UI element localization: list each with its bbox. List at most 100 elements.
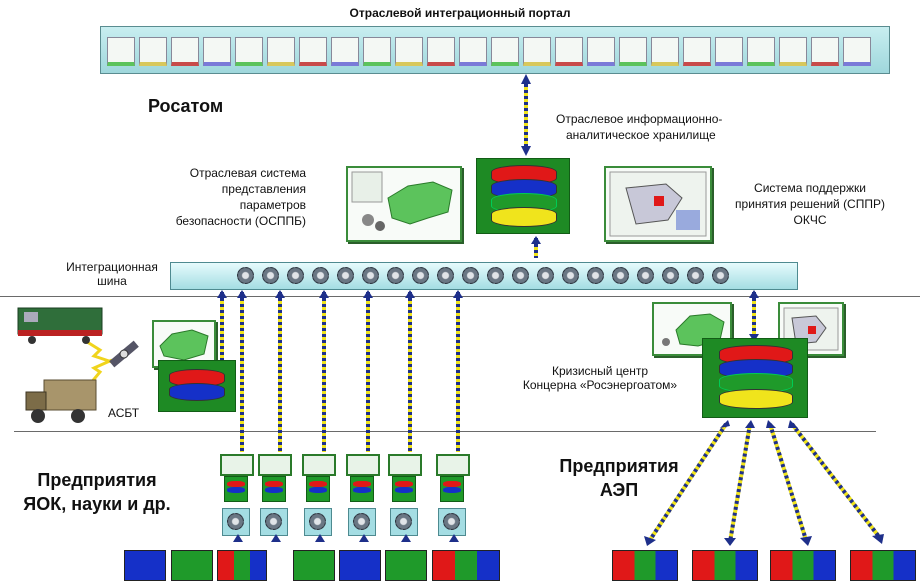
locomotive-icon [17,307,103,344]
gear-icon [237,267,254,284]
aep-label: Предприятия АЭП [544,454,694,502]
bus-label-2: шина [97,274,127,288]
crisis-label: Кризисный центр Концерна «Росэнергоатом» [500,364,700,392]
data-source-block [770,550,836,581]
gear-icon [287,267,304,284]
portal-thumbnail [747,37,775,66]
gear-icon [337,267,354,284]
osppb-label: Отраслевая система представления парамет… [150,165,306,229]
sppr-panel [604,166,712,242]
gear-icon [512,267,529,284]
data-source-block [217,550,267,581]
portal-thumbnail [491,37,519,66]
asbt-db [158,360,236,412]
integration-bus [170,262,798,290]
yok-line-1: Предприятия [37,470,157,490]
portal-thumbnail [235,37,263,66]
gear-icon [387,267,404,284]
portal-bar [100,26,890,74]
gear-icon [612,267,629,284]
yok-label: Предприятия ЯОК, науки и др. [12,468,182,516]
gear-icon [437,267,454,284]
osppb-line-4: безопасности (ОСППБ) [175,214,306,228]
data-source-block [171,550,213,581]
portal-thumbnail [555,37,583,66]
data-source-block [432,550,500,581]
portal-thumbnail [331,37,359,66]
gear-icon [662,267,679,284]
crisis-line-2: Концерна «Росэнергоатом» [522,378,678,392]
enterprise-server-icon [258,454,292,544]
sppr-line-1: Система поддержки [754,181,866,195]
portal-thumbnail [715,37,743,66]
data-source-block [850,550,916,581]
portal-thumbnail [427,37,455,66]
gear-icon [262,267,279,284]
portal-title: Отраслевой интеграционный портал [349,6,571,20]
portal-thumbnail [171,37,199,66]
enterprise-server-icon [220,454,254,544]
data-source-block [385,550,427,581]
portal-thumbnail [683,37,711,66]
portal-thumbnail [459,37,487,66]
portal-thumbnail [107,37,135,66]
osppb-line-3: параметров [239,198,306,212]
data-source-block [339,550,381,581]
sppr-line-3: ОКЧС [793,213,827,227]
portal-thumbnail [363,37,391,66]
divider-bottom [14,431,876,432]
satellite-icon [109,340,139,368]
portal-thumbnail [299,37,327,66]
bus-label: Интеграционная шина [60,260,164,288]
portal-thumbnail [651,37,679,66]
gear-icon [712,267,729,284]
yok-line-2: ЯОК, науки и др. [23,494,171,514]
storage-label-1: Отраслевое информационно- [556,112,723,126]
enterprise-server-icon [346,454,380,544]
gear-icon [687,267,704,284]
osppb-map-icon [351,171,453,231]
aep-line-1: Предприятия [559,456,679,476]
crisis-db [702,338,808,418]
portal-thumbnail [395,37,423,66]
enterprise-server-icon [436,454,470,544]
osppb-line-2: представления [221,182,306,196]
data-source-block [612,550,678,581]
rosatom-label: Росатом [148,96,224,116]
gear-icon [412,267,429,284]
portal-thumbnail [139,37,167,66]
osppb-line-1: Отраслевая система [189,166,306,180]
portal-thumbnail [843,37,871,66]
gear-icon [487,267,504,284]
sppr-line-2: принятия решений (СППР) [735,197,885,211]
portal-thumbnail [779,37,807,66]
storage-label-2: аналитическое хранилище [566,128,716,142]
asbt-map-icon [159,329,209,361]
gear-icon [587,267,604,284]
data-source-block [124,550,166,581]
truck-icon [25,379,97,423]
crisis-line-1: Кризисный центр [551,364,649,378]
data-source-block [692,550,758,581]
gear-icon [637,267,654,284]
portal-thumbnail [619,37,647,66]
sppr-map-icon [609,171,707,237]
gear-icon [562,267,579,284]
gear-icon [462,267,479,284]
gear-icon [312,267,329,284]
enterprise-server-icon [388,454,422,544]
sppr-label: Система поддержки принятия решений (СППР… [720,180,900,228]
portal-thumbnail [267,37,295,66]
gear-icon [362,267,379,284]
portal-thumbnail [811,37,839,66]
osppb-panel [346,166,462,242]
enterprise-server-icon [302,454,336,544]
portal-thumbnail [203,37,231,66]
data-source-block [293,550,335,581]
aep-line-2: АЭП [599,480,639,500]
asbt-label: АСБТ [108,406,140,420]
portal-thumbnail [523,37,551,66]
gear-icon [537,267,554,284]
bus-label-1: Интеграционная [66,260,158,274]
